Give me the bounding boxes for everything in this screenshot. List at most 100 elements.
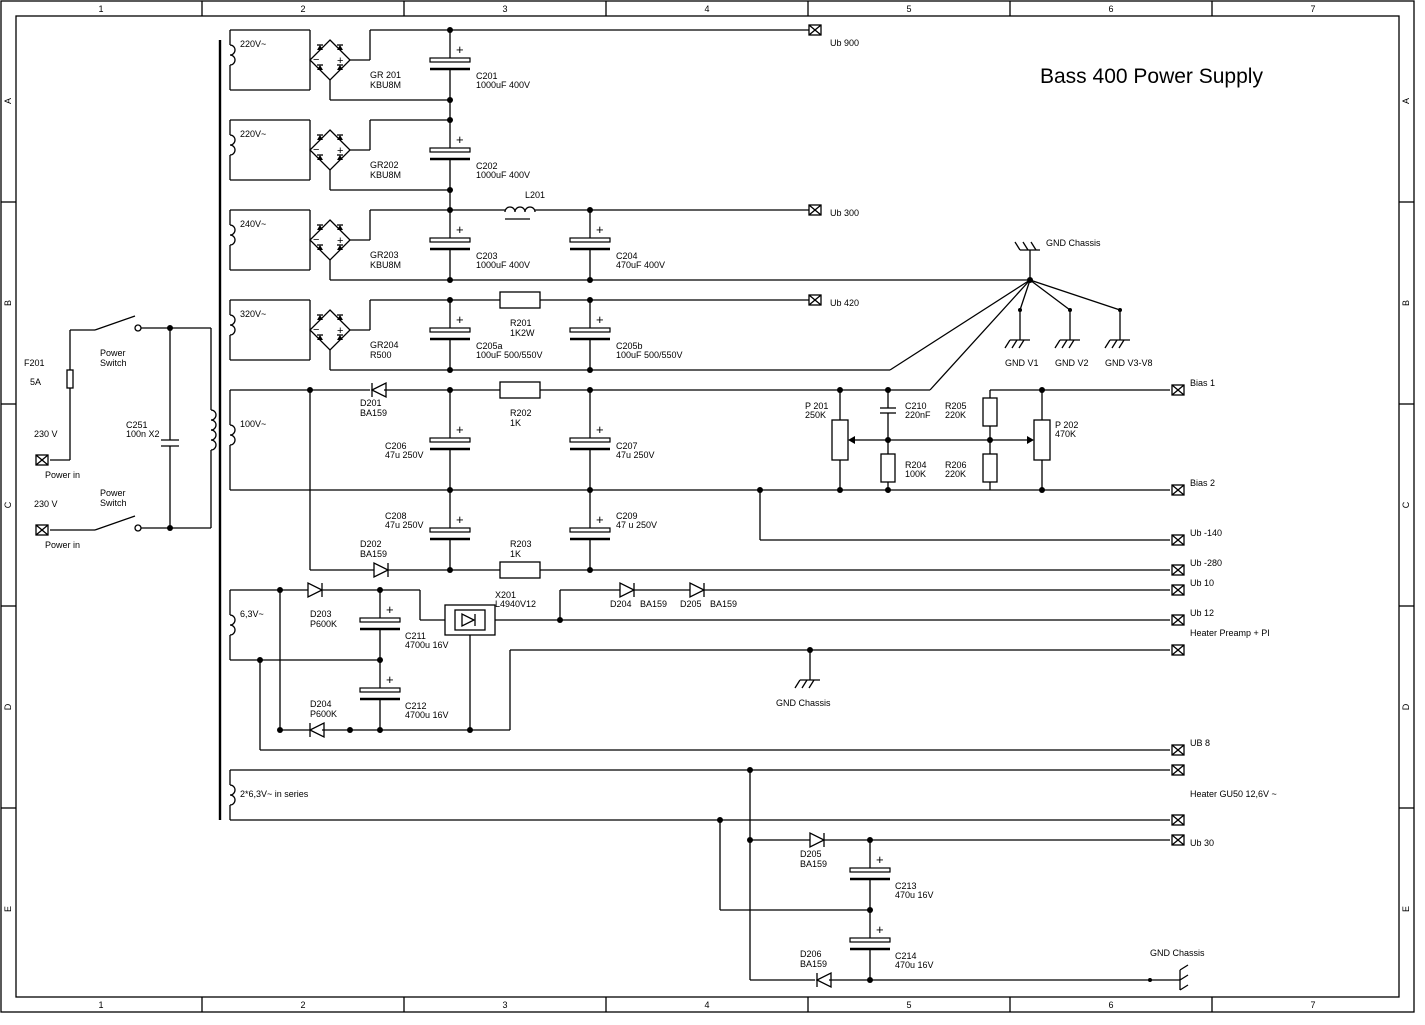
d202-value: BA159 — [360, 549, 387, 559]
p202-ref: P 202 — [1055, 420, 1078, 430]
output-heater-gu50: Heater GU50 12,6V ~ — [1190, 789, 1277, 799]
d205b-ref: D205 — [800, 849, 822, 859]
output-ub900: Ub 900 — [830, 38, 859, 48]
col-label: 2 — [300, 1000, 305, 1010]
power-switch-top-label: Power — [100, 348, 126, 358]
gr204-value: R500 — [370, 350, 392, 360]
d205a-ref: D205 — [680, 599, 702, 609]
d205b-value: BA159 — [800, 859, 827, 869]
power-in-label-top: Power in — [45, 470, 80, 480]
row-label: D — [3, 703, 13, 710]
ground-star — [889, 241, 1131, 391]
row-label: C — [3, 501, 13, 508]
c202-ref: C202 — [476, 161, 498, 171]
c214-ref: C214 — [895, 951, 917, 961]
c213-ref: C213 — [895, 881, 917, 891]
c214-value: 470u 16V — [895, 960, 934, 970]
winding-label: 220V~ — [240, 39, 266, 49]
output-ub420: Ub 420 — [830, 298, 859, 308]
r203-ref: R203 — [510, 539, 532, 549]
r202-value: 1K — [510, 418, 521, 428]
d203-ref: D203 — [310, 609, 332, 619]
col-label: 4 — [704, 1000, 709, 1010]
frame-inner — [15, 15, 1400, 998]
c251-ref: C251 — [126, 420, 148, 430]
d203-value: P600K — [310, 619, 337, 629]
c208-value: 47u 250V — [385, 520, 424, 530]
c208-ref: C208 — [385, 511, 407, 521]
r204-ref: R204 — [905, 460, 927, 470]
r205-value: 220K — [945, 410, 966, 420]
c212-ref: C212 — [405, 701, 427, 711]
c205b-value: 100uF 500/550V — [616, 350, 683, 360]
terminal-ub12 — [1171, 614, 1185, 626]
c211-ref: C211 — [405, 631, 426, 641]
gnd-v1-label: GND V1 — [1005, 358, 1039, 368]
mains-voltage-top: 230 V — [34, 429, 58, 439]
c203-value: 1000uF 400V — [476, 260, 530, 270]
terminal-bias2 — [1171, 484, 1185, 496]
terminal-heater-gu50-b — [1171, 814, 1185, 826]
c205a-value: 100uF 500/550V — [476, 350, 543, 360]
col-label: 3 — [502, 4, 507, 14]
c210-value: 220nF — [905, 410, 931, 420]
gr202-ref: GR202 — [370, 160, 399, 170]
power-switch-top-label: Switch — [100, 358, 127, 368]
d201-ref: D201 — [360, 398, 382, 408]
r201-ref: R201 — [510, 318, 532, 328]
col-label: 1 — [98, 4, 103, 14]
output-bias2: Bias 2 — [1190, 478, 1215, 488]
x201-value: L4940V12 — [495, 599, 536, 609]
c206-ref: C206 — [385, 441, 407, 451]
d206-ref: D206 — [800, 949, 822, 959]
power-in-terminal-bottom — [35, 524, 49, 536]
winding-label: 6,3V~ — [240, 609, 264, 619]
rail-ub900 — [229, 24, 822, 120]
c212-value: 4700u 16V — [405, 710, 449, 720]
terminal-ub-140 — [1171, 534, 1185, 546]
col-label: 5 — [906, 4, 911, 14]
d204-value: P600K — [310, 709, 337, 719]
terminal-ub8 — [1171, 744, 1185, 756]
power-in-terminal-top — [35, 454, 49, 466]
power-in-label-bottom: Power in — [45, 540, 80, 550]
output-ub10: Ub 10 — [1190, 578, 1214, 588]
c204-ref: C204 — [616, 251, 638, 261]
gnd-chassis-mid-symbol — [794, 679, 821, 689]
gr202-value: KBU8M — [370, 170, 401, 180]
gnd-chassis-top-label: GND Chassis — [1046, 238, 1101, 248]
row-label: E — [1401, 906, 1411, 912]
terminal-ub420 — [808, 294, 822, 306]
gr203-ref: GR203 — [370, 250, 399, 260]
r204-value: 100K — [905, 469, 926, 479]
frame-grid-ticks — [1, 1, 1414, 1012]
row-label: E — [3, 906, 13, 912]
c201-value: 1000uF 400V — [476, 80, 530, 90]
d202-ref: D202 — [360, 539, 382, 549]
output-ub300: Ub 300 — [830, 208, 859, 218]
row-label: B — [1401, 300, 1411, 306]
gr201-value: KBU8M — [370, 80, 401, 90]
c207-value: 47u 250V — [616, 450, 655, 460]
heater-preamp-supply — [229, 582, 1185, 756]
c204-value: 470uF 400V — [616, 260, 665, 270]
schematic-title: Bass 400 Power Supply — [1040, 65, 1263, 88]
r205-ref: R205 — [945, 401, 967, 411]
terminal-ub-280 — [1171, 564, 1185, 576]
gnd-v3v8-symbol — [1104, 339, 1131, 349]
rail-chain-2 — [229, 117, 472, 210]
col-label: 6 — [1108, 1000, 1113, 1010]
frame-column-labels-bottom: 1 2 3 4 5 6 7 — [98, 1000, 1315, 1010]
row-label: D — [1401, 703, 1411, 710]
mains-voltage-bottom: 230 V — [34, 499, 58, 509]
fuse-symbol — [66, 369, 74, 389]
gnd-v2-label: GND V2 — [1055, 358, 1089, 368]
secondary-windings — [229, 44, 236, 806]
col-label: 3 — [502, 1000, 507, 1010]
output-ub-280: Ub -280 — [1190, 558, 1222, 568]
gnd-v3v8-label: GND V3-V8 — [1105, 358, 1153, 368]
c213-value: 470u 16V — [895, 890, 934, 900]
output-bias1: Bias 1 — [1190, 378, 1215, 388]
output-ub12: Ub 12 — [1190, 608, 1214, 618]
